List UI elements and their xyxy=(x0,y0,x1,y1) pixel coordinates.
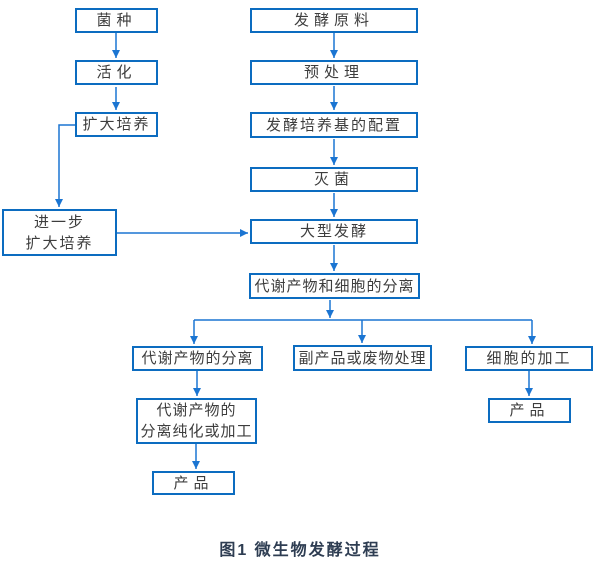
node-metabolite-cell-separation: 代谢产物和细胞的分离 xyxy=(249,273,420,299)
node-medium-preparation: 发酵培养基的配置 xyxy=(250,112,418,138)
node-expand-culture: 扩大培养 xyxy=(75,112,158,137)
node-fermentation-raw-material: 发酵原料 xyxy=(250,8,418,33)
node-sterilization: 灭菌 xyxy=(250,167,418,192)
node-strain: 菌种 xyxy=(75,8,158,33)
node-product-right: 产品 xyxy=(488,398,571,423)
figure-caption: 图1 微生物发酵过程 xyxy=(219,542,381,559)
node-byproduct-waste-treatment: 副产品或废物处理 xyxy=(293,345,432,371)
node-pretreatment: 预处理 xyxy=(250,60,418,85)
node-metabolite-separation: 代谢产物的分离 xyxy=(132,346,263,371)
node-product-left: 产品 xyxy=(152,471,235,495)
node-cell-processing: 细胞的加工 xyxy=(465,346,593,371)
node-further-expand-culture: 进一步 扩大培养 xyxy=(2,209,117,256)
node-activation: 活化 xyxy=(75,60,158,85)
node-large-scale-fermentation: 大型发酵 xyxy=(250,219,418,244)
node-purification-processing: 代谢产物的 分离纯化或加工 xyxy=(136,398,257,444)
